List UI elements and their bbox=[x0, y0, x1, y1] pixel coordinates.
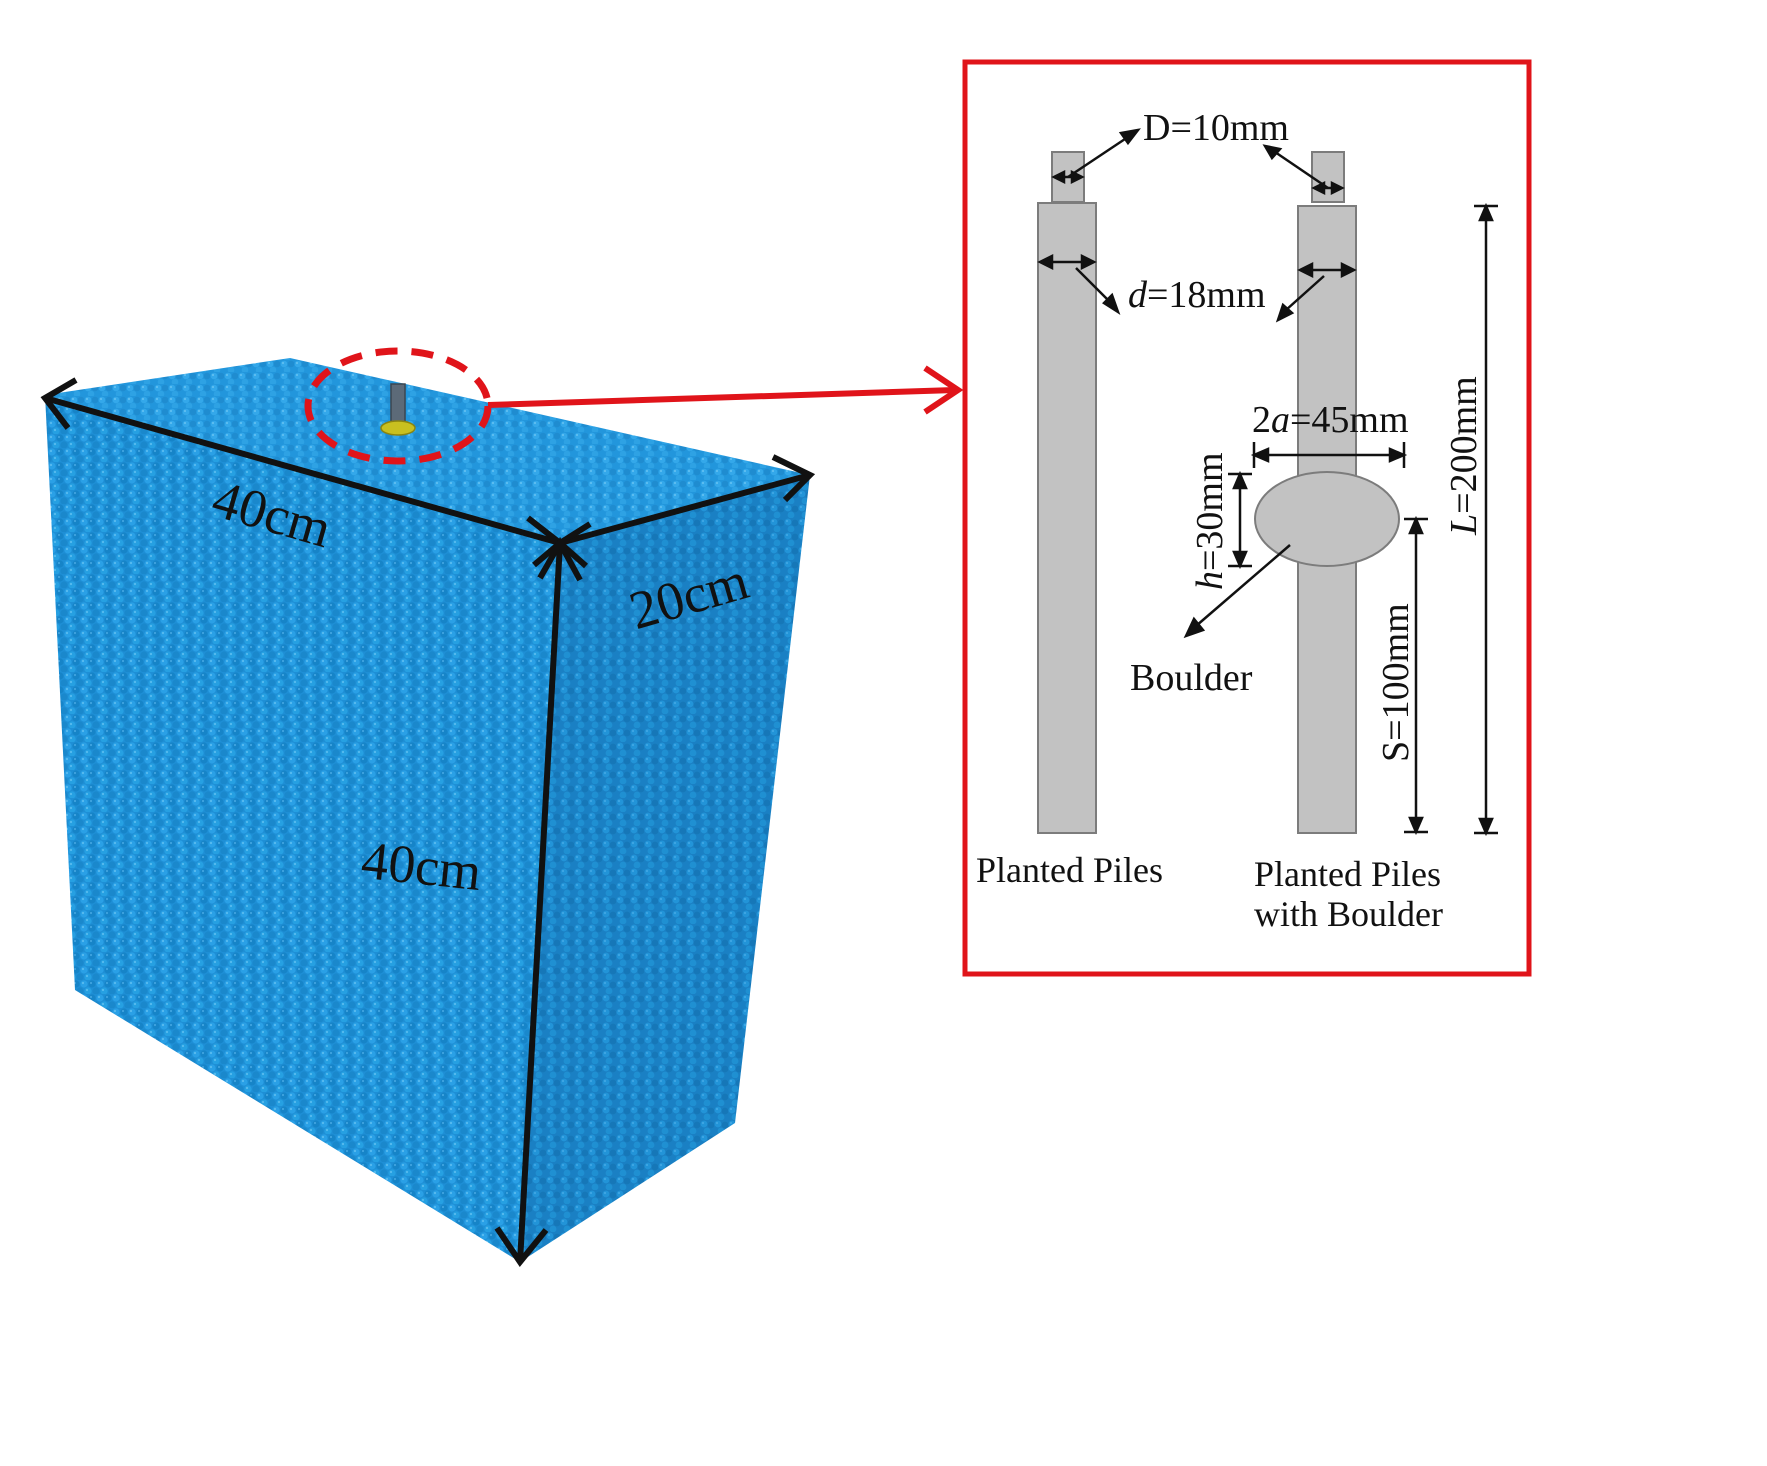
h-dimension-arrow bbox=[1228, 470, 1252, 570]
L-label: L=200mm bbox=[1443, 376, 1485, 536]
D-label: D=10mm bbox=[1143, 107, 1289, 149]
h-label-var: h bbox=[1189, 571, 1231, 590]
callout-arrow bbox=[487, 365, 964, 415]
d-label-val: =18mm bbox=[1147, 274, 1266, 316]
boulder-shape bbox=[1254, 471, 1400, 567]
right-pile-caption-line2: with Boulder bbox=[1254, 894, 1443, 934]
h-label-val: =30mm bbox=[1189, 452, 1231, 571]
soil-side-face bbox=[520, 475, 810, 1262]
planted-pile-right bbox=[1254, 151, 1400, 834]
callout-ellipse bbox=[304, 347, 492, 465]
height-dimension-arrow bbox=[494, 536, 583, 1268]
d-label: d=18mm bbox=[1128, 274, 1266, 316]
boulder-label: Boulder bbox=[1130, 657, 1253, 699]
d-dimension-marks bbox=[1037, 253, 1357, 323]
height-label: 40cm bbox=[359, 830, 485, 902]
L-dimension-arrow bbox=[1474, 202, 1498, 837]
boulder-leader-arrow bbox=[1183, 544, 1291, 639]
soil-model: 40cm 20cm 40cm bbox=[40, 347, 964, 1268]
S-label: S=100mm bbox=[1375, 603, 1417, 762]
left-pile-caption: Planted Piles bbox=[976, 850, 1163, 890]
2a-label: 2a=45mm bbox=[1252, 399, 1409, 441]
L-label-var: L bbox=[1443, 514, 1485, 536]
2a-label-pre: 2 bbox=[1252, 399, 1271, 441]
soil-front-face bbox=[45, 395, 560, 1262]
2a-dimension-arrow bbox=[1250, 442, 1408, 468]
pile-detail-panel: D=10mm d=18mm 2a=45mm bbox=[962, 59, 1532, 977]
d-label-var: d bbox=[1128, 274, 1148, 316]
D-dimension-marks bbox=[1051, 128, 1345, 196]
soil-top-face bbox=[45, 358, 810, 543]
planted-pile-left bbox=[1037, 151, 1097, 834]
2a-label-var: a bbox=[1271, 399, 1290, 441]
S-dimension-arrow bbox=[1404, 515, 1428, 836]
2a-label-val: =45mm bbox=[1290, 399, 1409, 441]
h-label: h=30mm bbox=[1189, 452, 1231, 590]
pile-icon bbox=[380, 383, 416, 436]
L-label-val: =200mm bbox=[1443, 376, 1485, 514]
right-pile-caption-line1: Planted Piles bbox=[1254, 854, 1441, 894]
